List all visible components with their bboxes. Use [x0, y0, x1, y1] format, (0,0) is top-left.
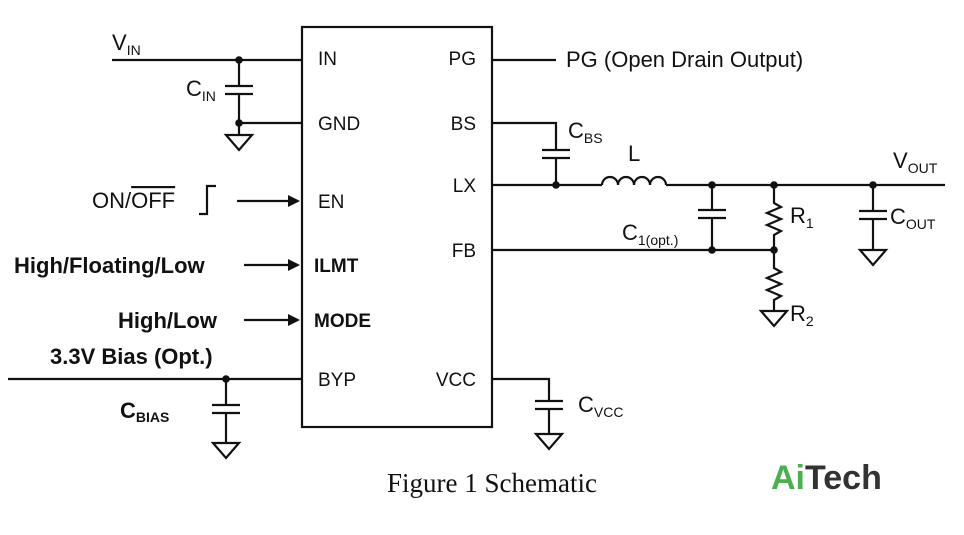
pin-en-label: EN [318, 192, 344, 213]
pin-ilmt-label: ILMT [314, 256, 359, 277]
pin-fb-label: FB [452, 241, 476, 262]
cbias-label: CBIAS [120, 398, 169, 425]
bias-net [8, 375, 302, 460]
ilmt-level-label: High/Floating/Low [14, 253, 206, 278]
pin-mode-label: MODE [314, 311, 371, 332]
inductor-label: L [628, 141, 640, 166]
cout-label: COUT [890, 204, 936, 232]
resistor-divider [758, 185, 790, 328]
pin-byp-label: BYP [318, 370, 356, 391]
vin-net [112, 56, 302, 152]
bs-net [492, 121, 570, 185]
vout-label: VOUT [893, 148, 938, 176]
c1-capacitor [698, 185, 726, 254]
cvcc-label: CVCC [578, 392, 623, 420]
pin-bs-label: BS [451, 114, 476, 135]
vcc-net [492, 377, 565, 451]
ic-body [300, 25, 494, 429]
figure-caption: Figure 1 Schematic [387, 468, 597, 498]
bias-label: 3.3V Bias (Opt.) [50, 344, 213, 369]
pg-label: PG (Open Drain Output) [566, 47, 803, 72]
cin-label: CIN [186, 76, 216, 104]
lx-net [492, 175, 945, 189]
pin-in-label: IN [318, 49, 337, 70]
cout-capacitor [857, 185, 889, 267]
enable-step-icon [199, 184, 216, 216]
pin-pg-label: PG [449, 49, 476, 70]
cbs-label: CBS [568, 118, 603, 146]
pin-vcc-label: VCC [436, 370, 476, 391]
c1-label: C1(opt.) [622, 220, 678, 248]
pin-lx-label: LX [453, 176, 477, 197]
r2-label: R2 [790, 301, 814, 329]
vin-label: VIN [112, 30, 141, 58]
on-off-label: ON/OFF [92, 188, 175, 213]
r1-label: R1 [790, 203, 814, 231]
mode-level-label: High/Low [118, 308, 218, 333]
aitech-logo: AiTech [771, 459, 882, 497]
pin-gnd-label: GND [318, 114, 360, 135]
